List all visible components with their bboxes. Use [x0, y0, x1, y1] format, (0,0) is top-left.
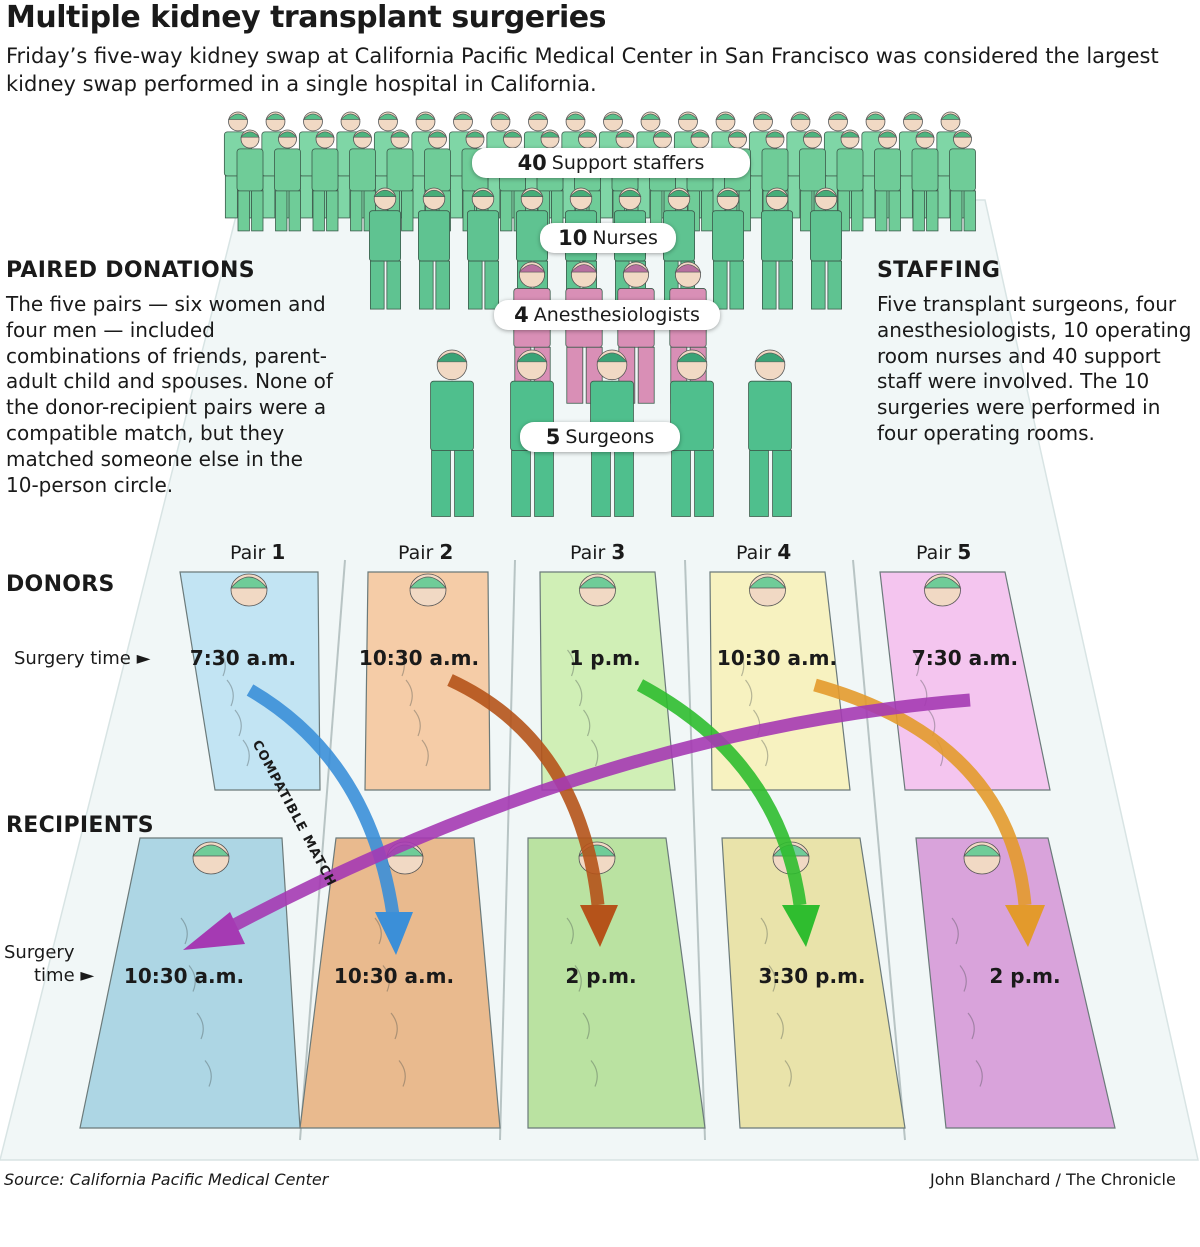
- divider-line: [852, 559, 906, 1141]
- donor-bed-1: [179, 571, 321, 791]
- nurse-figure: [368, 187, 402, 310]
- pair-label-2: Pair 2: [398, 540, 453, 564]
- recipient-surgery-time-label: Surgery: [4, 942, 75, 963]
- room-dividers: [299, 559, 906, 1141]
- nurse-figure: [761, 187, 794, 310]
- surgical-cap: [192, 844, 230, 857]
- recipient-bed-4: [721, 837, 906, 1129]
- donor-time-4: 10:30 a.m.: [716, 646, 838, 670]
- paired-donations-heading: PAIRED DONATIONS: [6, 258, 255, 283]
- pair-word: Pair: [230, 542, 266, 564]
- pair-label-5: Pair 5: [916, 540, 971, 564]
- pill-count: 5: [545, 425, 561, 449]
- donors-heading: DONORS: [6, 572, 115, 597]
- pill-label: Surgeons: [565, 426, 655, 448]
- recipient-bed-1: [79, 837, 301, 1129]
- support-staff-figure: [274, 129, 301, 232]
- recipient-time-4: 3:30 p.m.: [758, 964, 866, 988]
- support-staff-figure: [836, 129, 864, 232]
- pair-word: Pair: [398, 542, 434, 564]
- support-staff-figure: [236, 129, 264, 232]
- surgical-cap: [748, 576, 787, 589]
- surgical-cap: [923, 576, 962, 589]
- arrow-pair5-to-pair1: [183, 693, 971, 950]
- pill-count: 10: [558, 226, 588, 250]
- source-note: Source: California Pacific Medical Cente…: [4, 1170, 329, 1189]
- pair-label-4: Pair 4: [736, 540, 791, 564]
- donor-time-2: 10:30 a.m.: [358, 646, 480, 670]
- arrow-pair1-to-pair2: [246, 684, 413, 955]
- support-staff-figure: [349, 129, 376, 232]
- pill-count: 4: [514, 303, 529, 327]
- staffing-text: Five transplant surgeons, four anesthesi…: [877, 292, 1192, 445]
- recipient-time-3: 2 p.m.: [565, 964, 637, 988]
- nurse-figure: [712, 187, 745, 310]
- donor-time-1: 7:30 a.m.: [189, 646, 297, 670]
- pair-number: 3: [611, 540, 626, 564]
- recipient-surgery-time-label-2: time ►: [34, 965, 95, 986]
- recipient-time-2: 10:30 a.m.: [333, 964, 455, 988]
- surgical-cap: [578, 576, 617, 589]
- surgical-cap: [409, 576, 447, 589]
- donor-time-3: 1 p.m.: [569, 646, 641, 670]
- divider-line: [299, 559, 346, 1141]
- pair-number: 5: [957, 540, 972, 564]
- subtitle: Friday’s five-way kidney swap at Califor…: [6, 44, 1159, 96]
- surgeon-figure: [748, 349, 792, 517]
- recipient-time-1: 10:30 a.m.: [123, 964, 245, 988]
- support-staff-figure: [874, 129, 901, 232]
- donor-bed-2: [364, 571, 491, 791]
- nurse-figure: [810, 187, 843, 310]
- surgeon-figure: [430, 349, 474, 517]
- support-staff-figure: [311, 129, 339, 232]
- pair-number: 1: [271, 540, 286, 564]
- divider-line: [499, 559, 516, 1141]
- pill-label: Anesthesiologists: [533, 304, 700, 326]
- pill-count: 40: [517, 151, 547, 175]
- donor-bed-3: [539, 571, 676, 791]
- pair-word: Pair: [736, 542, 772, 564]
- pair-label-3: Pair 3: [570, 540, 625, 564]
- support-staff-figure: [949, 129, 976, 232]
- pair-number: 4: [777, 540, 792, 564]
- nurse-figure: [466, 187, 500, 310]
- byline: John Blanchard / The Chronicle: [930, 1170, 1176, 1189]
- pair-number: 2: [439, 540, 454, 564]
- pair-label-1: Pair 1: [230, 540, 285, 564]
- support-staff-figure: [911, 129, 939, 232]
- kidney-arrows: [183, 674, 1045, 955]
- beds: [79, 571, 1116, 1129]
- pair-word: Pair: [570, 542, 606, 564]
- page-title: Multiple kidney transplant surgeries: [6, 0, 606, 35]
- pill-label: Nurses: [592, 227, 658, 249]
- pair-word: Pair: [916, 542, 952, 564]
- donor-surgery-time-label: Surgery time ►: [14, 648, 151, 669]
- divider-line: [684, 559, 706, 1141]
- surgical-cap: [963, 844, 1001, 857]
- recipients-heading: RECIPIENTS: [6, 813, 154, 838]
- nurse-figure: [417, 187, 451, 310]
- recipient-time-5: 2 p.m.: [989, 964, 1061, 988]
- arrow-pair2-to-pair3: [447, 674, 618, 947]
- arrow-pair4-to-pair5: [813, 678, 1045, 947]
- surgical-cap: [230, 576, 268, 589]
- recipient-bed-5: [915, 837, 1116, 1129]
- surgeon-figure: [670, 349, 714, 517]
- paired-donations-text: The five pairs — six women and four men …: [6, 292, 333, 497]
- staffing-heading: STAFFING: [877, 258, 1001, 283]
- donor-time-5: 7:30 a.m.: [911, 646, 1019, 670]
- pill-label: Support staffers: [551, 152, 705, 174]
- arrow-pair3-to-pair4: [636, 679, 820, 947]
